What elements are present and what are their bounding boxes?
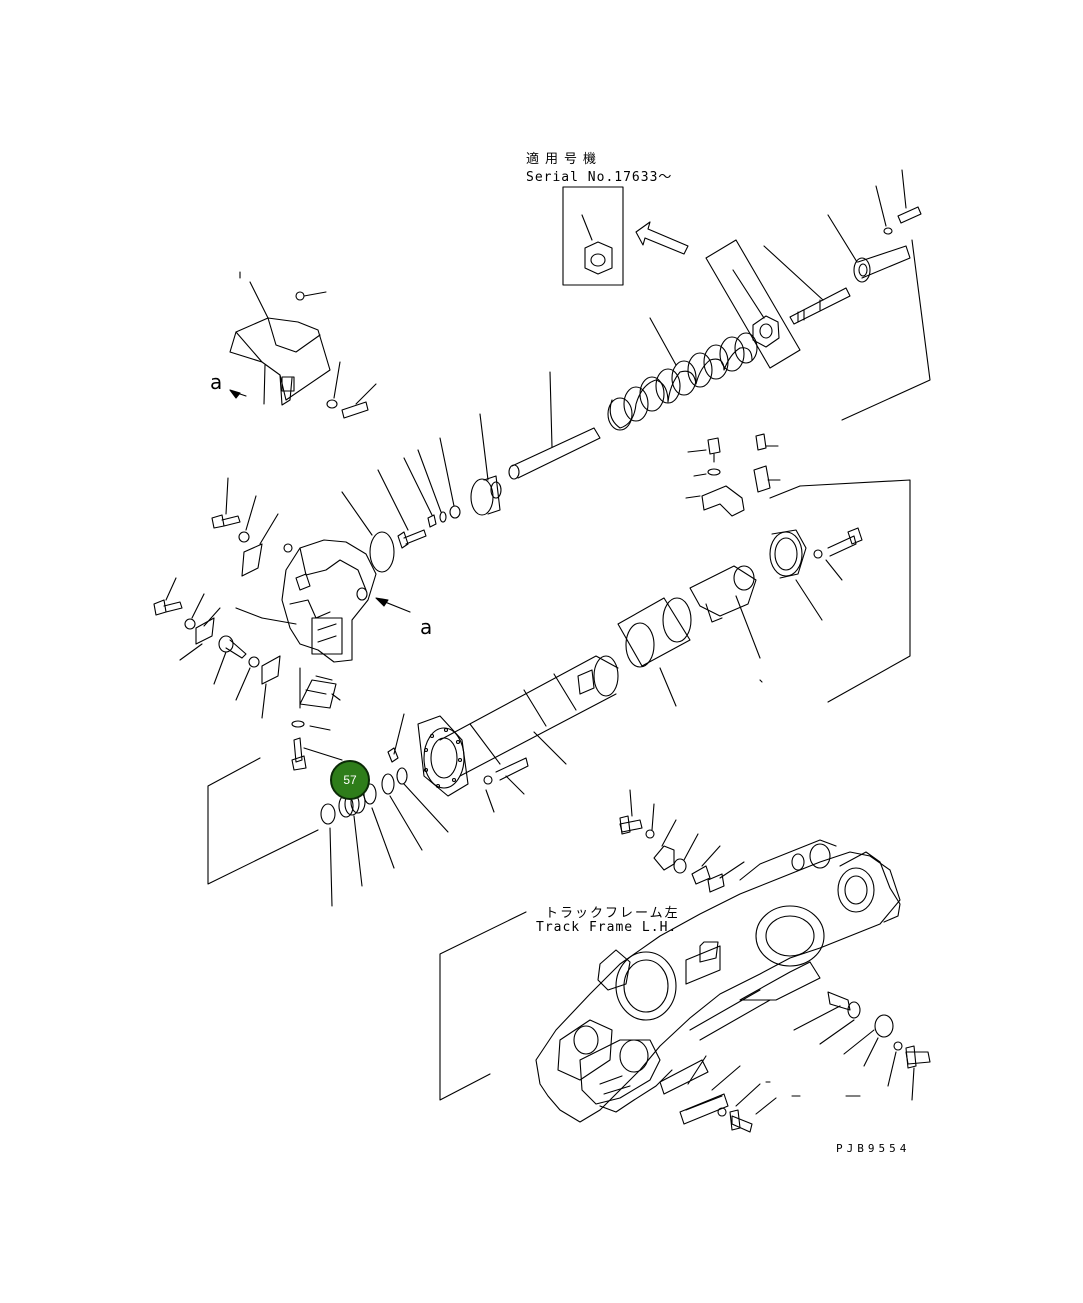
arrow-to-inset bbox=[635, 221, 689, 255]
adjuster-rod-group bbox=[705, 169, 931, 421]
cylinder-sleeve bbox=[617, 479, 911, 707]
grease-fitting-group bbox=[685, 433, 781, 517]
serial-title-jp: 適用号機 bbox=[526, 152, 603, 167]
view-marker-a-1: a bbox=[210, 370, 224, 394]
track-frame-label-en: Track Frame L.H. bbox=[536, 920, 678, 935]
frame-fasteners bbox=[619, 789, 931, 1133]
view-marker-a-2: a bbox=[420, 615, 434, 639]
recoil-cylinder bbox=[417, 655, 619, 813]
part-callout-57[interactable]: 57 bbox=[330, 760, 370, 800]
left-fasteners bbox=[153, 477, 297, 719]
seal-group bbox=[207, 667, 449, 907]
serial-inset-box bbox=[562, 186, 624, 286]
spring-rod bbox=[508, 371, 601, 480]
callout-number: 57 bbox=[343, 773, 357, 787]
drawing-code: PJB9554 bbox=[836, 1142, 911, 1155]
track-frame-body bbox=[439, 839, 901, 1123]
guard-cover bbox=[229, 271, 377, 419]
piston-parts bbox=[341, 413, 502, 573]
track-frame-label-jp: トラックフレーム左 bbox=[545, 906, 680, 921]
idler-yoke bbox=[281, 539, 411, 663]
recoil-spring bbox=[607, 317, 758, 431]
serial-number-text: Serial No.17633～ bbox=[526, 170, 673, 185]
